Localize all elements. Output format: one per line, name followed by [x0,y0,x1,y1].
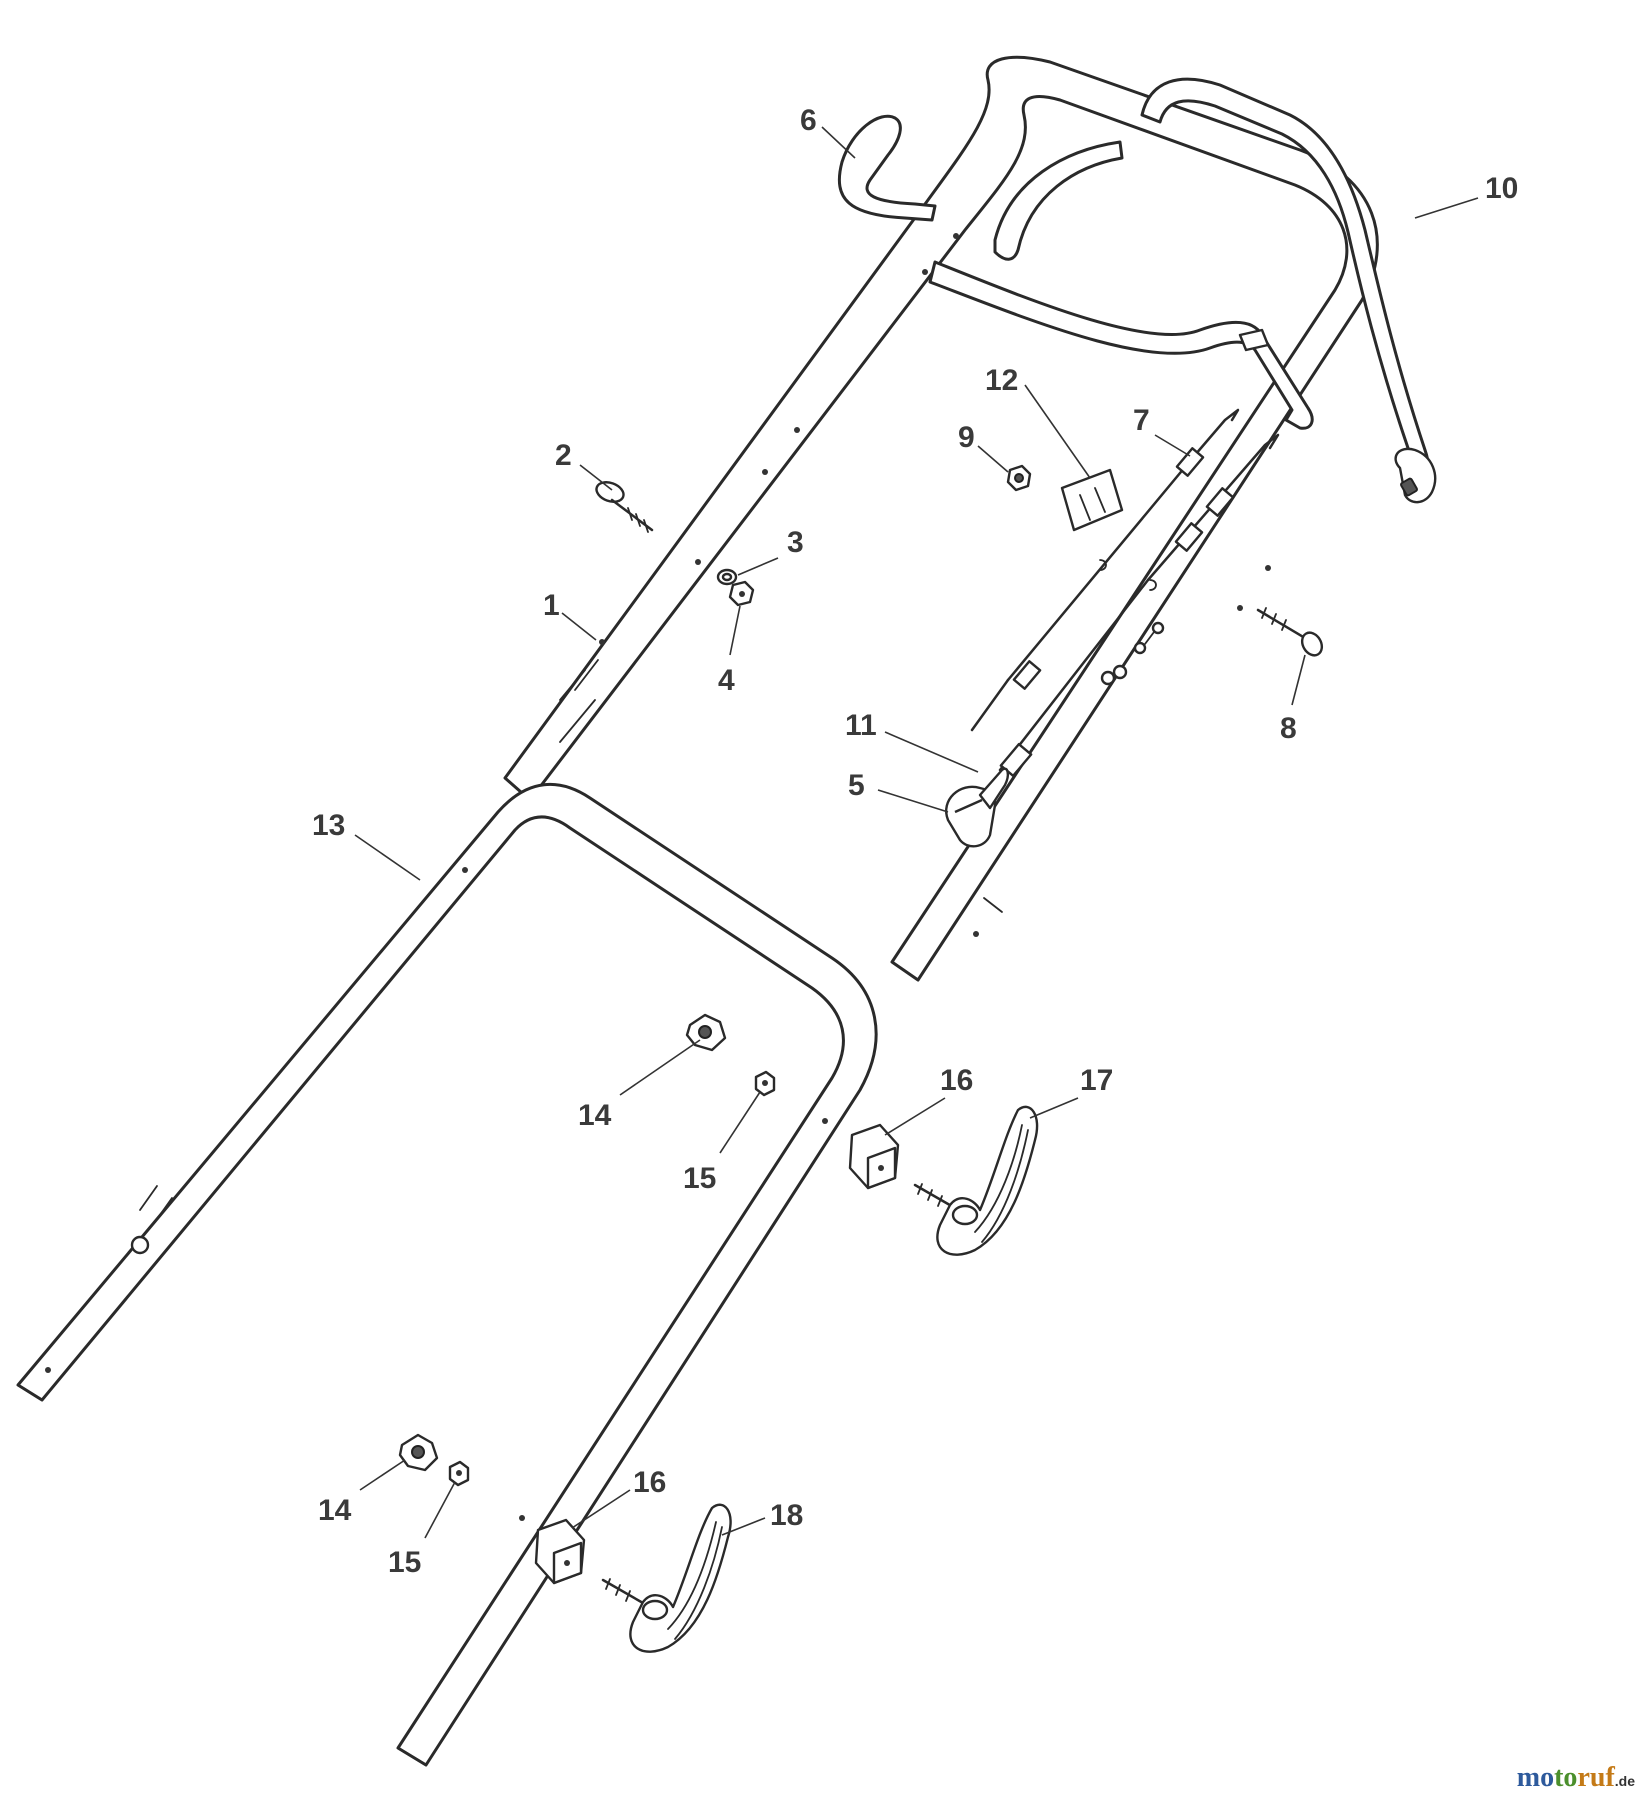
callout-18: 18 [770,1499,803,1532]
flange-nut-part-14-upper [685,1013,727,1052]
callout-9: 9 [958,421,975,454]
nut-part-9 [1006,464,1032,492]
cable-clip-part-12 [1060,468,1124,532]
callout-15-upper: 15 [683,1162,716,1195]
watermark-part3: ruf [1577,1762,1615,1793]
bolt-part-8 [1256,607,1324,657]
handle-knob-part-17 [913,1105,1039,1256]
cable-clip-part-6 [837,114,1124,261]
cable-lock-part-5 [945,767,1010,848]
spacer-part-16-upper [848,1123,900,1190]
nut-part-4 [728,580,755,607]
washer-part-3 [716,568,738,586]
callout-2: 2 [555,439,572,472]
spacer-part-16-lower [534,1518,586,1585]
handle-knob-part-18 [601,1503,732,1653]
leader-lines [354,126,1479,1539]
callout-7: 7 [1133,404,1150,437]
callout-3: 3 [787,526,804,559]
flange-nut-part-14-lower [398,1433,439,1472]
callout-12: 12 [985,364,1018,397]
callout-15-lower: 15 [388,1546,421,1579]
callout-11: 11 [845,709,877,742]
callout-14-lower: 14 [318,1494,352,1527]
small-washers [1100,621,1165,686]
watermark-logo: motoruf.de [1517,1762,1635,1794]
callout-6: 6 [800,104,817,137]
callout-16-upper: 16 [940,1064,973,1097]
callout-8: 8 [1280,712,1297,745]
nut-part-15-lower [448,1460,470,1487]
bail-bar-part-10 [1140,77,1437,504]
callout-16-lower: 16 [633,1466,666,1499]
callout-14-upper: 14 [578,1099,612,1132]
eye-bolt-part-2 [595,481,654,533]
lower-handle-part-13 [16,782,878,1767]
callout-labels: 6 10 12 9 7 2 3 4 1 8 11 5 13 14 15 16 1… [312,104,1518,1579]
callout-1: 1 [543,589,560,622]
callout-17: 17 [1080,1064,1113,1097]
cross-bar [928,260,1314,430]
callout-4: 4 [718,664,735,697]
watermark-part1: mo [1516,1762,1555,1793]
callout-10: 10 [1485,172,1518,205]
nut-part-15-upper [754,1070,776,1097]
watermark-suffix: .de [1614,1773,1635,1789]
callout-5: 5 [848,769,865,802]
callout-13: 13 [312,809,345,842]
watermark-part2: to [1554,1762,1578,1793]
control-cables-part-7-11 [970,408,1280,778]
